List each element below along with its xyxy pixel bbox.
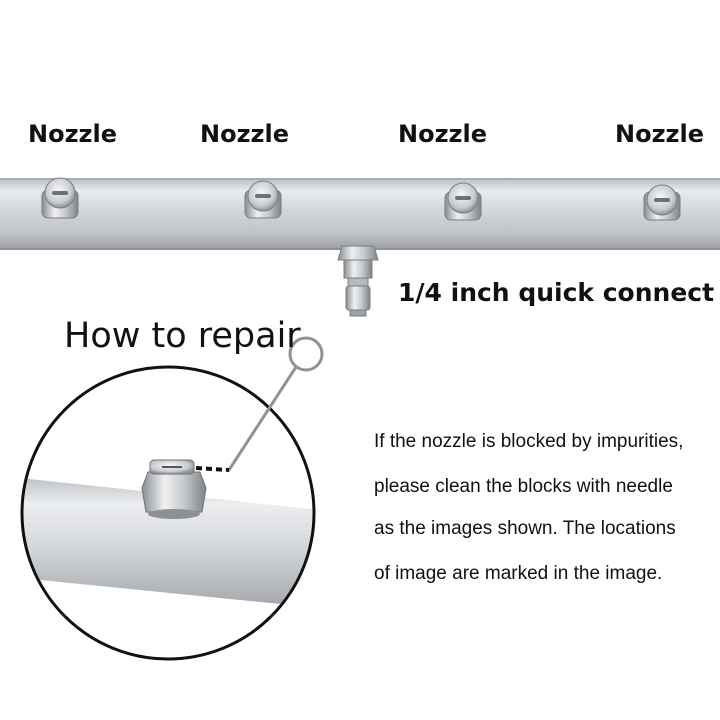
quick-connect-label: 1/4 inch quick connect [398,278,715,307]
cleaning-needle-icon [195,336,324,472]
zoomed-nozzle-icon [141,459,207,519]
quick-connect-fitting-icon [337,245,379,317]
description-line-4: of image are marked in the image. [374,563,663,584]
nozzle-label-2: Nozzle [200,120,290,148]
nozzle-3-icon [444,182,482,221]
nozzle-label-3: Nozzle [398,120,488,148]
nozzle-1-icon [41,177,79,219]
description-line-3: as the images shown. The locations [374,518,676,539]
nozzle-label-4: Nozzle [615,120,705,148]
manifold-pipe [0,178,720,250]
nozzle-label-1: Nozzle [28,120,118,148]
zoom-detail-circle [20,365,316,661]
description-line-2: please clean the blocks with needle [374,476,673,497]
nozzle-4-icon [643,184,681,221]
nozzle-2-icon [244,180,282,219]
description-line-1: If the nozzle is blocked by impurities, [374,431,684,452]
how-to-repair-title: How to repair [64,316,301,356]
